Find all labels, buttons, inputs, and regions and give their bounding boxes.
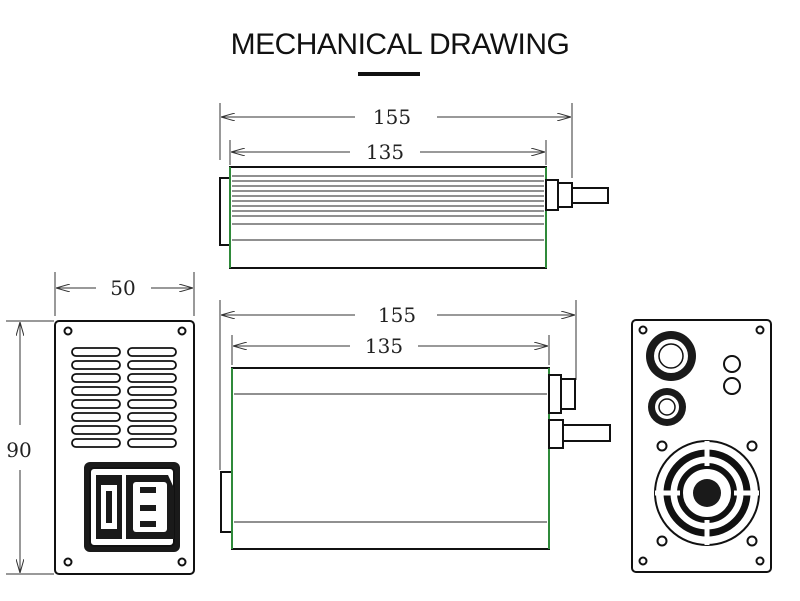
fan-grille [654,440,760,547]
top-view-body [219,166,609,269]
top-view: 155 135 [219,103,609,269]
top-overall-dimension: 155 [219,103,573,178]
front-width-dimension: 50 [54,272,195,316]
side-view-body [220,367,611,550]
top-body-dimension: 135 [229,140,547,165]
title-underline [358,72,420,76]
cable-gland [646,331,696,381]
front-height-label: 90 [6,438,31,462]
front-height-dimension: 90 [6,320,54,575]
led-indicator [723,377,741,395]
front-view: 50 90 [6,272,195,575]
indicator-socket [648,388,686,426]
page-title: MECHANICAL DRAWING [230,28,570,61]
side-overall-label: 155 [378,303,416,327]
ac-inlet [84,462,180,552]
led-indicator [723,355,741,373]
side-body-dimension: 135 [231,334,550,365]
top-overall-label: 155 [373,105,411,129]
front-panel [54,320,195,575]
side-view: 155 135 [219,300,611,550]
side-overall-dimension: 155 [219,300,577,470]
side-body-label: 135 [365,334,403,358]
front-width-label: 50 [110,276,135,300]
rear-view [631,319,772,573]
top-body-label: 135 [366,140,404,164]
